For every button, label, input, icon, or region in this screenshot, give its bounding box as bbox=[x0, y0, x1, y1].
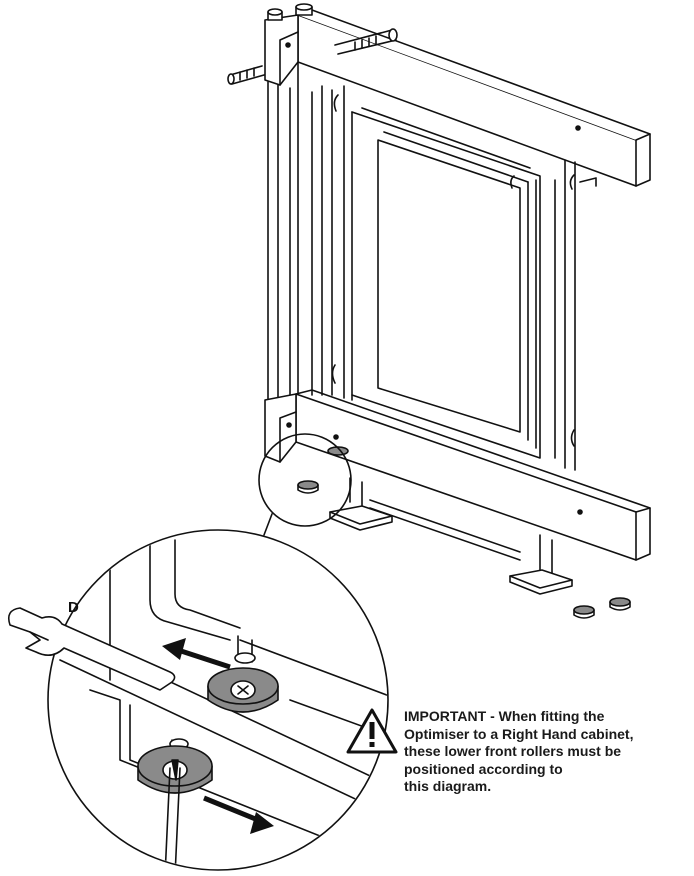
detail-magnified-view bbox=[7, 529, 389, 871]
notice-line-5: this diagram. bbox=[404, 778, 492, 794]
warning-triangle-icon bbox=[346, 708, 398, 754]
spanner-label: D bbox=[68, 599, 79, 616]
top-right-roller bbox=[295, 3, 313, 16]
arrow-upper-left bbox=[162, 638, 231, 670]
notice-line-3: these lower front rollers must be bbox=[404, 743, 622, 759]
frame-roller-1 bbox=[297, 480, 319, 494]
spanner-d bbox=[7, 607, 176, 691]
detail-callout-small-circle bbox=[258, 433, 352, 536]
adjustable-roller-upper bbox=[207, 635, 279, 713]
frame-roller-3 bbox=[573, 605, 595, 619]
optimiser-frame bbox=[227, 3, 651, 619]
side-pin bbox=[227, 65, 265, 85]
notice-line-2: Optimiser to a Right Hand cabinet, bbox=[404, 725, 634, 742]
notice-line-4: positioned according to bbox=[404, 760, 563, 777]
frame-roller-4 bbox=[609, 597, 631, 611]
notice-line-1: IMPORTANT - When fitting the bbox=[404, 708, 605, 724]
top-pin bbox=[334, 28, 398, 55]
screwdriver bbox=[164, 759, 181, 869]
arrow-lower-right bbox=[203, 795, 274, 834]
important-notice: IMPORTANT - When fitting the Optimiser t… bbox=[404, 708, 692, 796]
top-left-roller bbox=[267, 8, 283, 21]
